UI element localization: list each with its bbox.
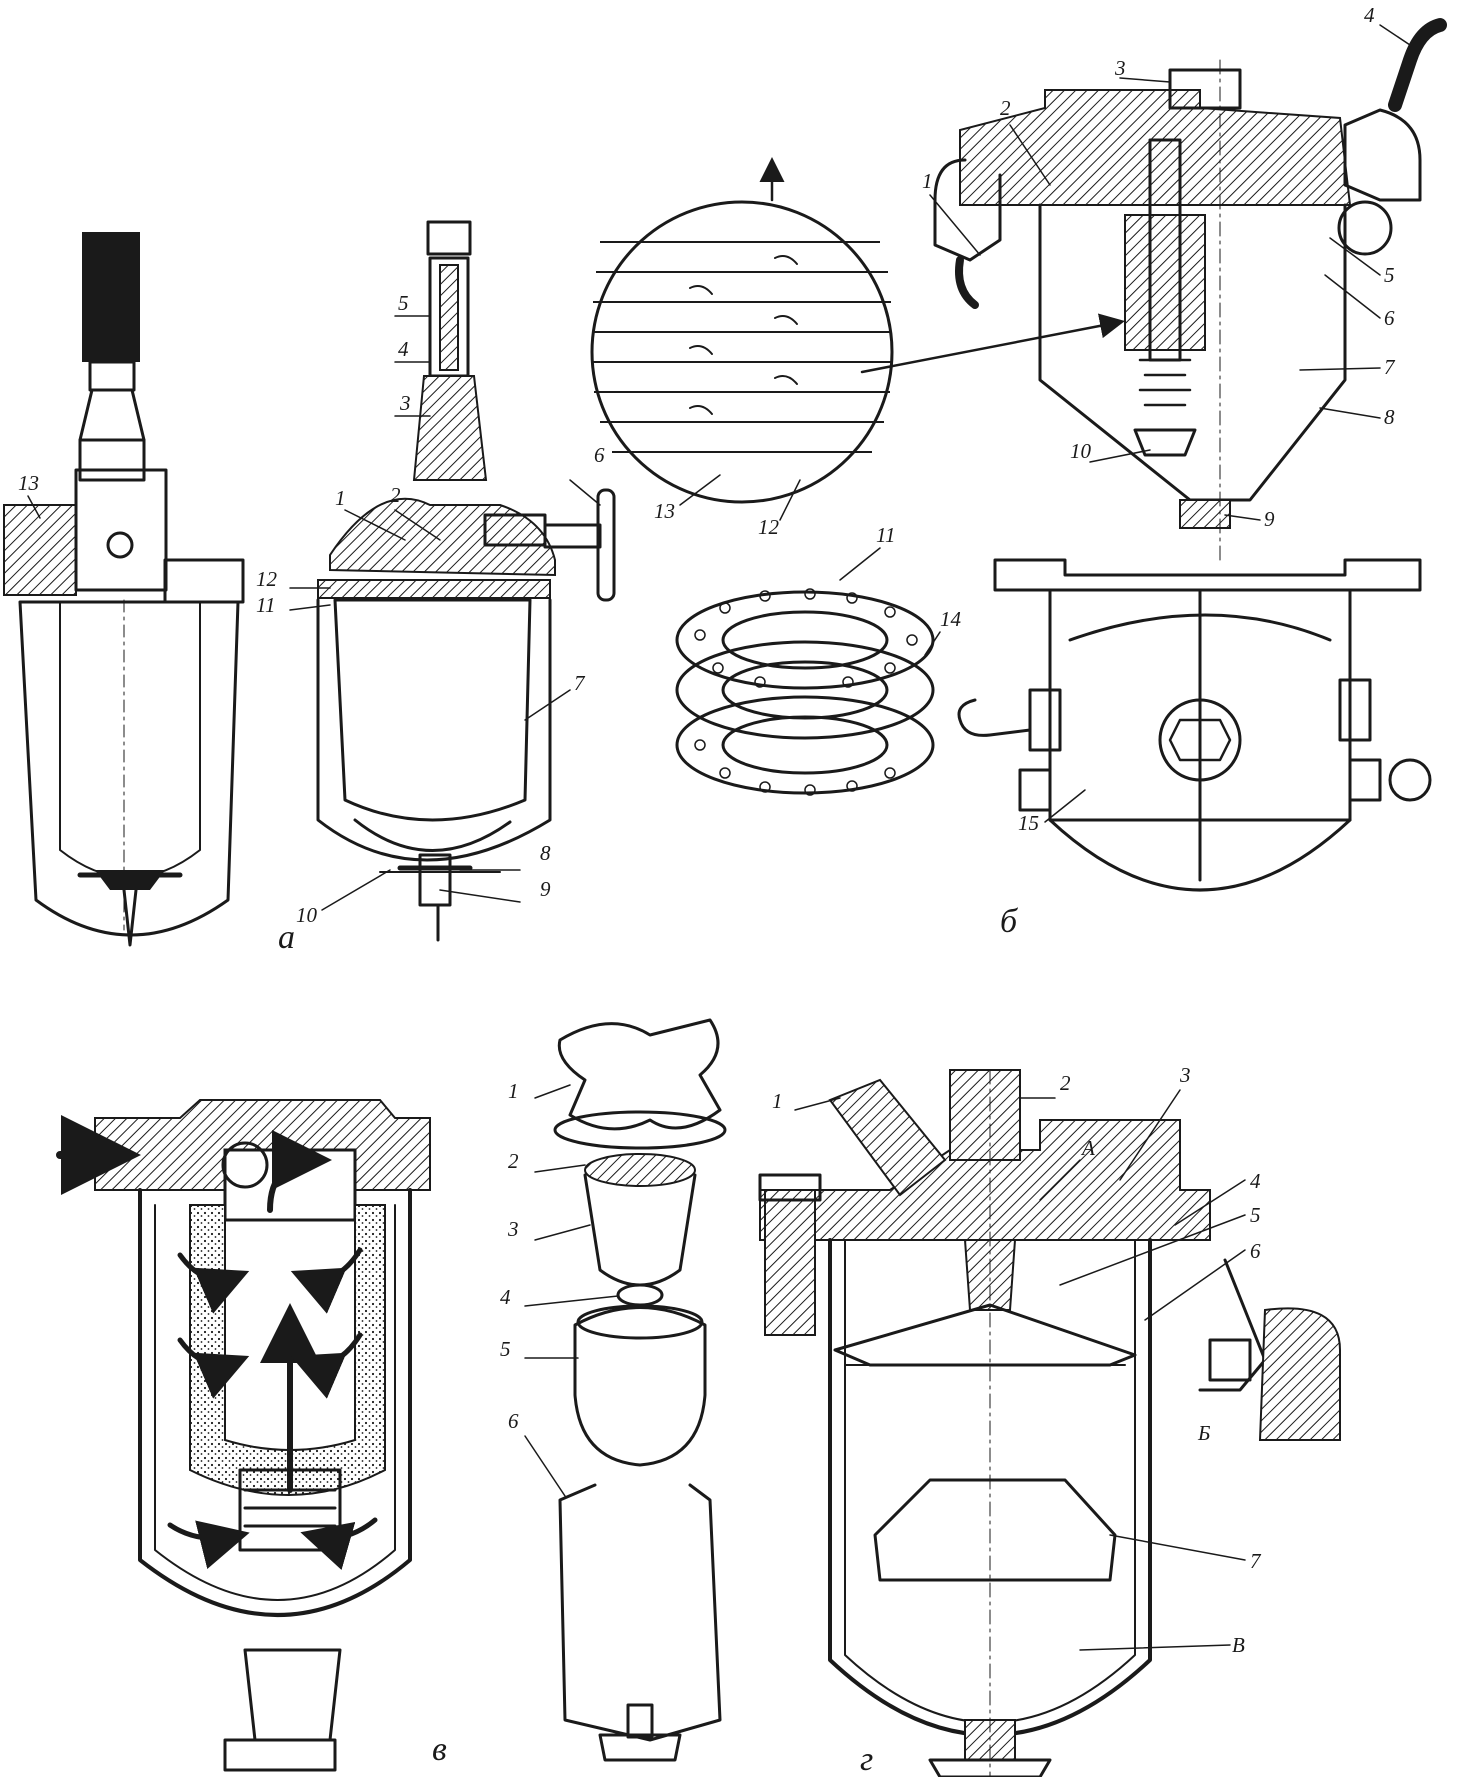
filter-plates	[675, 588, 935, 796]
callout-5: 5	[1250, 1203, 1261, 1227]
callout-4: 4	[1364, 3, 1375, 27]
callout-3: 3	[1179, 1063, 1191, 1087]
filter-head-part	[557, 1018, 722, 1131]
callout-9: 9	[540, 877, 551, 901]
callout-11: 11	[876, 523, 895, 547]
panel-g: 1 2 3 A 4 5 6 Б 7 B г	[758, 1063, 1341, 1777]
plate-stack-detail	[590, 157, 1125, 504]
wing-nut	[626, 1703, 654, 1739]
mount-block	[1258, 1307, 1341, 1441]
callout-A: A	[1080, 1136, 1095, 1160]
callout-2: 2	[508, 1149, 519, 1173]
callout-13: 13	[18, 471, 39, 495]
callout-9: 9	[1264, 507, 1275, 531]
callout-11: 11	[256, 593, 275, 617]
bracket	[1198, 1258, 1267, 1392]
filter-cap	[583, 1173, 697, 1287]
callout-2: 2	[1000, 96, 1011, 120]
callout-6: 6	[1250, 1239, 1261, 1263]
panel-caption-g: г	[860, 1741, 873, 1777]
callout-2: 2	[390, 483, 401, 507]
knurled-handle	[82, 232, 140, 362]
valve-cock	[106, 531, 134, 559]
vent-plug	[949, 1069, 1021, 1161]
filter-head	[959, 89, 1352, 206]
callout-1: 1	[335, 486, 346, 510]
drain-plug	[1179, 499, 1231, 529]
filter-section-view	[316, 220, 616, 942]
filter-exterior-view	[3, 232, 245, 947]
gasket	[317, 579, 551, 599]
bowl	[316, 598, 552, 862]
inlet-elbow	[933, 158, 1002, 262]
panel-caption-v: в	[432, 1731, 447, 1768]
bowl	[138, 1188, 412, 1617]
callout-10: 10	[1070, 439, 1092, 463]
center-bolt	[1168, 68, 1242, 110]
bowl	[18, 600, 240, 937]
wire-bail	[558, 1483, 722, 1742]
panel-caption-b: б	[1000, 903, 1019, 940]
filter-element	[333, 598, 532, 822]
callout-10: 10	[296, 903, 318, 927]
handle-lever	[596, 488, 616, 602]
callout-1: 1	[772, 1089, 783, 1113]
plate-pack	[1124, 214, 1206, 351]
callout-8: 8	[540, 841, 551, 865]
callout-B-cyr: Б	[1197, 1421, 1210, 1445]
drain-plug	[122, 888, 138, 947]
inlet-fitting	[828, 1078, 947, 1197]
callout-6: 6	[1384, 306, 1395, 330]
callout-5: 5	[1384, 263, 1395, 287]
panel-a: 13 5 4 3 1 2 6 12 11 7 8 9 10 а	[3, 220, 616, 956]
callout-B: B	[1232, 1633, 1245, 1657]
filter-assembly-section	[933, 18, 1447, 561]
callout-6: 6	[508, 1409, 519, 1433]
callout-8: 8	[1384, 405, 1395, 429]
panel-exploded: 1 2 3 4 5 6	[500, 1018, 727, 1762]
distributor-cone	[833, 1303, 1137, 1367]
callout-2: 2	[1060, 1071, 1071, 1095]
callout-5: 5	[500, 1337, 511, 1361]
callout-7: 7	[1384, 355, 1396, 379]
callout-7: 7	[1250, 1549, 1262, 1573]
callout-3: 3	[507, 1217, 519, 1241]
callout-4: 4	[398, 337, 409, 361]
callout-14: 14	[940, 607, 962, 631]
callouts-g: 1 2 3 A 4 5 6 Б 7 B	[772, 1063, 1262, 1657]
callout-3: 3	[1114, 56, 1126, 80]
callout-3: 3	[399, 391, 411, 415]
valve-stem	[412, 375, 488, 481]
callout-1: 1	[922, 169, 933, 193]
callout-5: 5	[398, 291, 409, 315]
callout-12: 12	[256, 567, 278, 591]
callout-7: 7	[574, 671, 586, 695]
inlet-fitting	[3, 504, 77, 596]
callouts-a: 13 5 4 3 1 2 6 12 11 7 8 9 10	[18, 291, 605, 927]
callouts-b: 4 3 2 1 5 6 7 8 10 9 13 12 11 14 15	[654, 3, 1411, 835]
cover	[329, 497, 556, 577]
filter-element	[573, 1306, 707, 1467]
callout-15: 15	[1018, 811, 1039, 835]
panel-b: 4 3 2 1 5 6 7 8 10 9 13 12 11 14 15 б	[590, 3, 1447, 940]
panel-caption-a: а	[278, 919, 295, 956]
callout-12: 12	[758, 515, 780, 539]
callout-4: 4	[1250, 1169, 1261, 1193]
panel-v: в	[56, 1099, 447, 1772]
callout-4: 4	[500, 1285, 511, 1309]
drain-plug	[243, 1648, 342, 1742]
callouts-exploded: 1 2 3 4 5 6	[500, 1079, 619, 1497]
callout-1: 1	[508, 1079, 519, 1103]
seal-ring	[584, 1153, 696, 1187]
callout-6: 6	[594, 443, 605, 467]
outlet-elbow	[1343, 108, 1422, 202]
filter-bottom-view	[957, 558, 1432, 892]
callout-13: 13	[654, 499, 675, 523]
settling-cone	[873, 1478, 1117, 1582]
clamp-bolt	[764, 1189, 816, 1336]
